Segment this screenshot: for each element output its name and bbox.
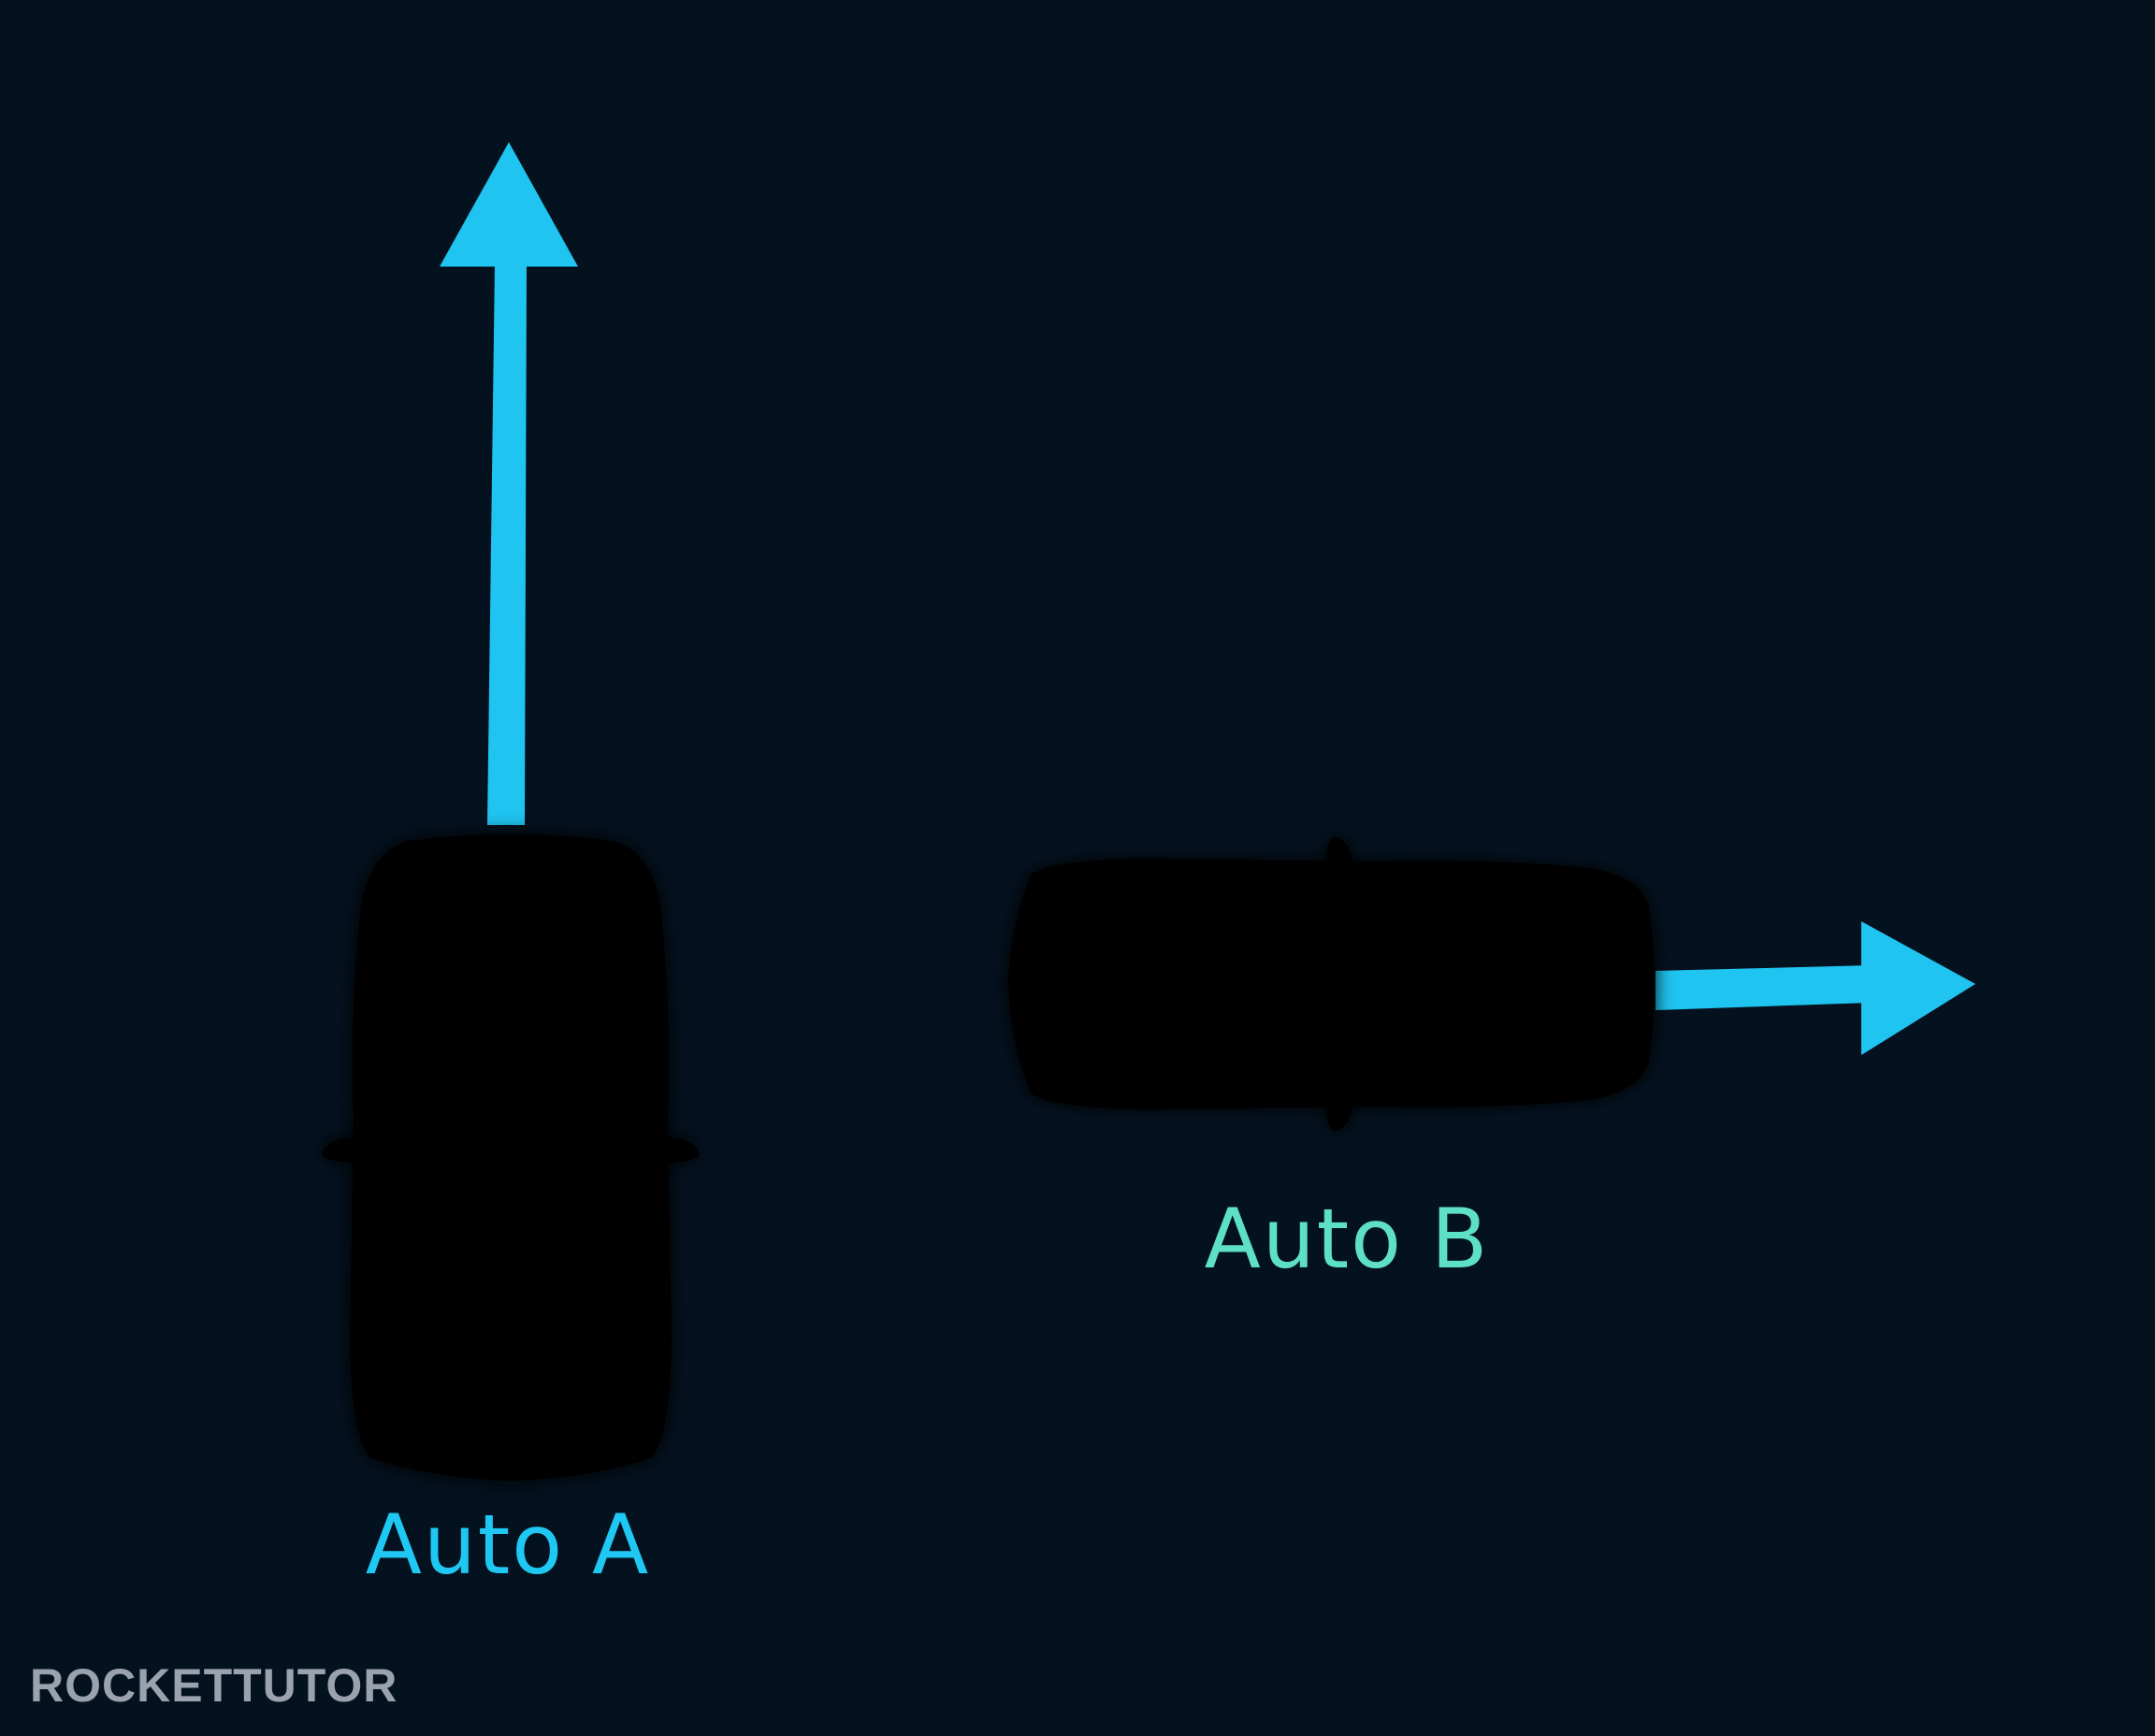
arrow-a-icon <box>440 142 578 825</box>
arrow-b-head <box>1861 921 1975 1055</box>
arrow-a-shaft <box>487 264 527 825</box>
watermark-text: ROCKETTUTOR <box>30 1659 398 1712</box>
arrow-b-icon <box>1656 921 1975 1055</box>
car-a-label: Auto A <box>366 1497 651 1593</box>
car-b-icon <box>1008 836 1655 1132</box>
arrow-a-head <box>440 142 578 267</box>
watermark-logo: ROCKETTUTOR <box>30 1657 398 1714</box>
car-a-icon <box>322 834 700 1481</box>
arrow-b-shaft <box>1656 965 1871 1010</box>
car-b-label: Auto B <box>1205 1191 1490 1287</box>
